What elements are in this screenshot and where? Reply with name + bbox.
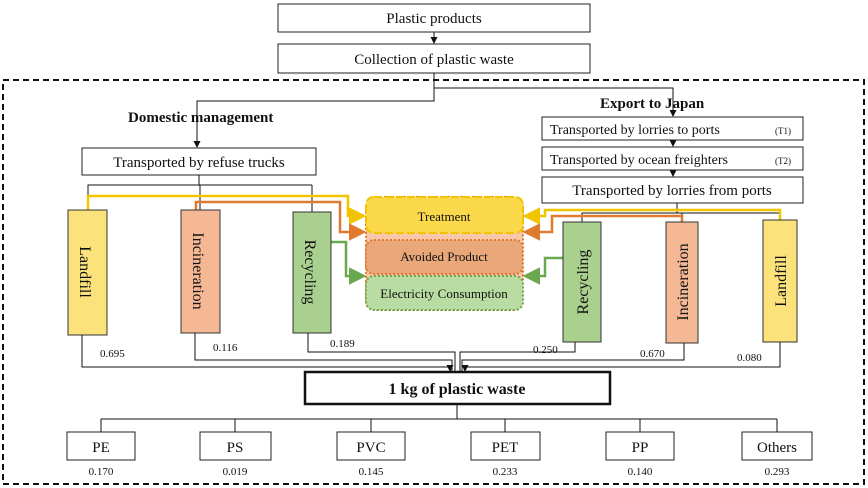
export-landfill-box: [762, 219, 798, 343]
composition-pet-label: PET: [492, 440, 519, 456]
composition-pet-value: 0.233: [493, 466, 518, 478]
electricity-label: Electricity Consumption: [380, 286, 508, 301]
refuse-trucks-box: [81, 147, 317, 176]
composition-pp-box: [605, 431, 675, 461]
composition-pvc-box: [336, 431, 406, 461]
export-incineration-value: 0.670: [640, 348, 665, 360]
composition-others-value: 0.293: [765, 466, 790, 478]
functional-unit-label: 1 kg of plastic waste: [389, 381, 526, 398]
export-incineration-label: Incineration: [675, 243, 692, 320]
composition-pp-label: PP: [632, 440, 649, 456]
avoided-product-label: Avoided Product: [400, 249, 488, 264]
refuse-trucks-label: Transported by refuse trucks: [113, 155, 285, 171]
export-heading: Export to Japan: [600, 96, 705, 112]
domestic-recycling-value: 0.189: [330, 338, 355, 350]
export-step-1-label: Transported by lorries to ports: [550, 123, 720, 138]
treatment-box: [365, 196, 524, 234]
export-step-1-tag: (T1): [775, 126, 791, 136]
composition-pet-box: [470, 431, 541, 461]
composition-pe-label: PE: [92, 440, 110, 456]
domestic-heading: Domestic management: [128, 110, 273, 126]
export-landfill-value: 0.080: [737, 352, 762, 364]
export-recycling-label: Recycling: [575, 250, 592, 315]
collection-box: [277, 43, 591, 74]
plastic-products-label: Plastic products: [386, 11, 482, 27]
domestic-incineration-box: [180, 209, 221, 334]
composition-row: PE 0.170 PS 0.019 PVC 0.145 PET 0.233 PP…: [66, 419, 813, 478]
composition-pe-value: 0.170: [89, 466, 114, 478]
export-recycling-box: [562, 221, 602, 343]
domestic-incineration-value: 0.116: [213, 342, 238, 354]
export-step-3-box: [541, 176, 804, 204]
export-incineration-box: [665, 221, 699, 344]
domestic-recycling-box: [292, 211, 332, 334]
composition-ps-value: 0.019: [223, 466, 248, 478]
domestic-landfill-label: Landfill: [76, 246, 93, 298]
composition-ps-box: [199, 431, 272, 461]
composition-pvc-label: PVC: [356, 440, 385, 456]
export-step-2-label: Transported by ocean freighters: [550, 153, 728, 168]
export-landfill-label: Landfill: [773, 255, 790, 307]
collection-label: Collection of plastic waste: [354, 52, 514, 68]
composition-pp-value: 0.140: [628, 466, 653, 478]
export-step-3-label: Transported by lorries from ports: [572, 183, 772, 199]
treatment-label: Treatment: [418, 209, 471, 224]
composition-others-label: Others: [757, 440, 797, 456]
domestic-recycling-label: Recycling: [301, 240, 318, 305]
export-recycling-value: 0.250: [533, 344, 558, 356]
domestic-landfill-value: 0.695: [100, 348, 125, 360]
composition-pvc-value: 0.145: [359, 466, 384, 478]
composition-others-box: [741, 431, 813, 461]
domestic-landfill-box: [67, 209, 108, 336]
composition-ps-label: PS: [227, 440, 244, 456]
domestic-incineration-label: Incineration: [189, 232, 206, 309]
avoided-product-box: [365, 239, 524, 275]
functional-unit-box: [303, 370, 612, 406]
plastic-products-box: [277, 3, 591, 33]
electricity-box: [365, 275, 524, 311]
export-step-2-tag: (T2): [775, 156, 791, 166]
composition-pe-box: [66, 431, 136, 461]
